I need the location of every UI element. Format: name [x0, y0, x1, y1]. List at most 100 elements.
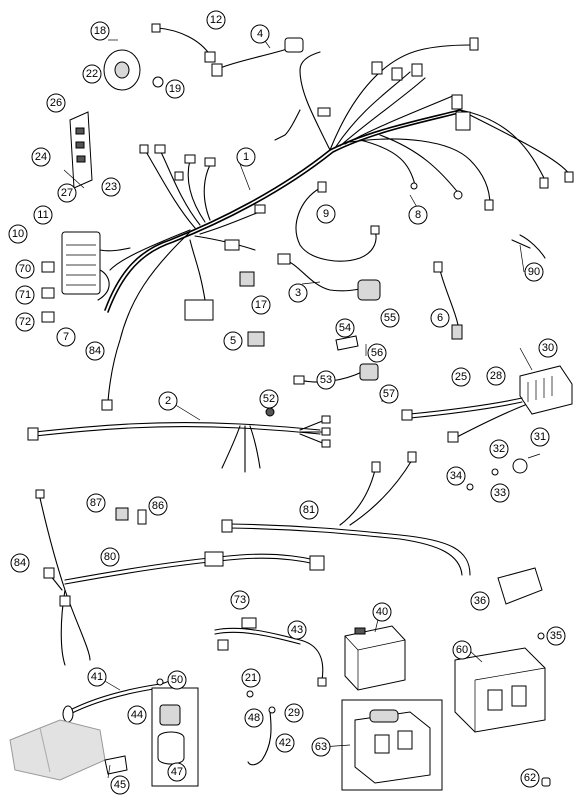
- svg-text:28: 28: [490, 370, 502, 382]
- svg-text:2: 2: [165, 395, 171, 407]
- callout-21: 21: [241, 668, 261, 688]
- callout-55: 55: [380, 308, 400, 328]
- fuses: [41, 261, 55, 323]
- ground-cable-42: [246, 690, 276, 766]
- battery-tray-63: [341, 699, 443, 791]
- svg-text:6: 6: [437, 312, 443, 324]
- callout-23: 23: [101, 177, 121, 197]
- callout-1: 1: [236, 147, 256, 167]
- relay-17: [239, 271, 255, 287]
- svg-text:45: 45: [114, 779, 126, 791]
- svg-text:71: 71: [19, 289, 31, 301]
- svg-text:3: 3: [295, 287, 301, 299]
- callout-24: 24: [31, 147, 51, 167]
- horn-22: [103, 39, 164, 91]
- svg-text:17: 17: [255, 299, 267, 311]
- svg-text:22: 22: [86, 68, 98, 80]
- svg-text:4: 4: [257, 28, 263, 40]
- svg-text:8: 8: [415, 209, 421, 221]
- svg-text:57: 57: [383, 388, 395, 400]
- svg-text:63: 63: [315, 741, 327, 753]
- cable-4: [211, 37, 304, 77]
- svg-text:48: 48: [248, 712, 260, 724]
- callout-18: 18: [90, 21, 110, 41]
- callout-81: 81: [299, 500, 319, 520]
- regulator-30: [401, 365, 573, 443]
- sensor-cable-6: [433, 261, 463, 340]
- callout-11: 11: [33, 205, 53, 225]
- callout-17: 17: [251, 295, 271, 315]
- callout-90: 90: [524, 262, 544, 282]
- callout-63: 63: [311, 737, 331, 757]
- callout-56: 56: [367, 343, 387, 363]
- svg-text:1: 1: [243, 151, 249, 163]
- relay-87: [115, 507, 129, 521]
- svg-text:23: 23: [105, 181, 117, 193]
- callout-84-upper: 84: [85, 341, 105, 361]
- svg-text:43: 43: [291, 624, 303, 636]
- svg-text:27: 27: [61, 187, 73, 199]
- callout-9: 9: [316, 204, 336, 224]
- battery-holder-60: [454, 647, 546, 733]
- cable-53-group: [293, 335, 383, 402]
- svg-text:40: 40: [376, 606, 388, 618]
- callout-45: 45: [110, 775, 130, 795]
- bracket-86: [137, 509, 147, 525]
- svg-text:41: 41: [91, 671, 103, 683]
- svg-text:53: 53: [320, 374, 332, 386]
- harness-81: [221, 451, 471, 576]
- harness-2: [27, 415, 331, 473]
- callout-34: 34: [446, 466, 466, 486]
- svg-text:50: 50: [171, 674, 183, 686]
- svg-text:30: 30: [542, 342, 554, 354]
- callout-28: 28: [486, 366, 506, 386]
- callout-53: 53: [316, 370, 336, 390]
- callout-26: 26: [46, 93, 66, 113]
- callout-54: 54: [335, 318, 355, 338]
- svg-text:21: 21: [245, 672, 257, 684]
- harness-43: [214, 617, 327, 687]
- callout-3: 3: [288, 283, 308, 303]
- harness-80: [35, 489, 325, 666]
- battery-40: [344, 625, 406, 691]
- callout-31: 31: [530, 427, 550, 447]
- callout-8: 8: [408, 205, 428, 225]
- callout-48: 48: [244, 708, 264, 728]
- svg-text:86: 86: [152, 500, 164, 512]
- callout-36: 36: [470, 591, 490, 611]
- callout-35: 35: [546, 626, 566, 646]
- cable-tie-90: [511, 234, 546, 259]
- callout-73: 73: [230, 590, 250, 610]
- cable-3: [277, 253, 381, 301]
- callout-57: 57: [379, 384, 399, 404]
- svg-text:84: 84: [14, 557, 26, 569]
- callout-19: 19: [165, 79, 185, 99]
- callout-33: 33: [490, 483, 510, 503]
- svg-text:44: 44: [131, 709, 143, 721]
- svg-text:56: 56: [371, 347, 383, 359]
- callout-60: 60: [452, 640, 472, 660]
- svg-text:54: 54: [339, 322, 351, 334]
- callout-12: 12: [206, 10, 226, 30]
- bracket-45: [104, 755, 128, 775]
- svg-text:84: 84: [89, 345, 101, 357]
- svg-text:25: 25: [455, 371, 467, 383]
- svg-text:90: 90: [528, 266, 540, 278]
- svg-text:12: 12: [210, 14, 222, 26]
- bracket-26: [63, 111, 93, 189]
- callout-70: 70: [15, 259, 35, 279]
- svg-text:80: 80: [104, 551, 116, 563]
- svg-text:47: 47: [171, 766, 183, 778]
- svg-text:62: 62: [524, 772, 536, 784]
- svg-text:60: 60: [456, 644, 468, 656]
- svg-text:35: 35: [550, 630, 562, 642]
- callout-32: 32: [489, 439, 509, 459]
- svg-text:26: 26: [50, 97, 62, 109]
- relay-5: [247, 331, 265, 347]
- svg-text:72: 72: [19, 316, 31, 328]
- svg-text:24: 24: [35, 151, 47, 163]
- svg-text:5: 5: [230, 335, 236, 347]
- svg-text:36: 36: [474, 595, 486, 607]
- callout-80: 80: [100, 547, 120, 567]
